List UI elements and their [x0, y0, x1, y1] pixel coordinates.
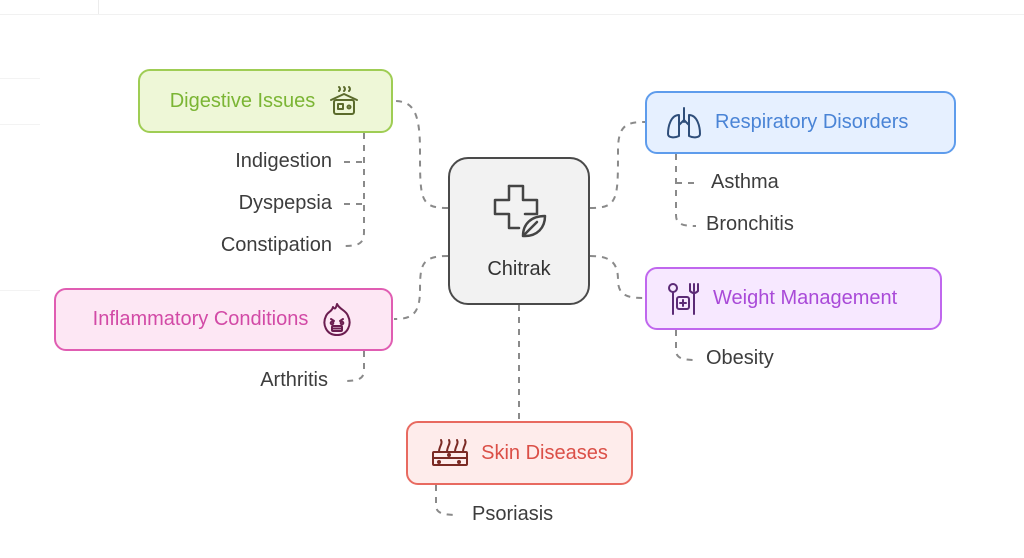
branch-respiratory-disorders[interactable]: Respiratory Disorders [645, 91, 956, 154]
leaf-asthma: Asthma [711, 171, 779, 193]
leaf-obesity: Obesity [706, 347, 774, 369]
leaf-dyspepsia: Dyspepsia [238, 192, 332, 214]
branch-label: Digestive Issues [169, 89, 316, 112]
branch-digestive-issues[interactable]: Digestive Issues [138, 69, 393, 133]
faint-rule [0, 78, 40, 79]
branch-weight-management[interactable]: Weight Management [645, 267, 942, 330]
branch-label: Inflammatory Conditions [92, 308, 309, 330]
link-asthma [675, 154, 697, 227]
faint-rule [0, 290, 40, 291]
window-top-edge [0, 0, 1024, 15]
leaf-indigestion: Indigestion [235, 150, 332, 172]
link-respiratory [589, 121, 646, 209]
branch-inflammatory-conditions[interactable]: Inflammatory Conditions [54, 288, 393, 351]
link-indigestion [343, 133, 365, 247]
lungs-icon [665, 106, 703, 140]
branch-label: Respiratory Disorders [715, 111, 909, 133]
steaming-pot-icon [327, 84, 361, 118]
branch-skin-diseases[interactable]: Skin Diseases [406, 421, 633, 485]
leaf-psoriasis: Psoriasis [472, 503, 554, 525]
link-inflammatory [393, 255, 449, 320]
leaf-bronchitis: Bronchitis [706, 213, 794, 235]
leaf-arthritis: Arthritis [260, 369, 328, 391]
scale-fork-icon [665, 281, 701, 317]
faint-rule [0, 124, 40, 125]
link-digestive [393, 100, 449, 209]
center-node[interactable]: Chitrak [448, 157, 590, 305]
skin-layers-icon [431, 438, 469, 468]
link-obesity [675, 330, 697, 361]
link-arthritis [343, 351, 365, 382]
link-weight [589, 255, 646, 299]
medical-cross-leaf-icon [489, 182, 549, 248]
branch-label: Weight Management [713, 287, 898, 309]
link-psoriasis [435, 485, 459, 516]
branch-label: Skin Diseases [481, 441, 608, 464]
leaf-constipation: Constipation [220, 234, 332, 256]
angry-fire-face-icon [320, 302, 354, 338]
center-label: Chitrak [487, 257, 551, 280]
